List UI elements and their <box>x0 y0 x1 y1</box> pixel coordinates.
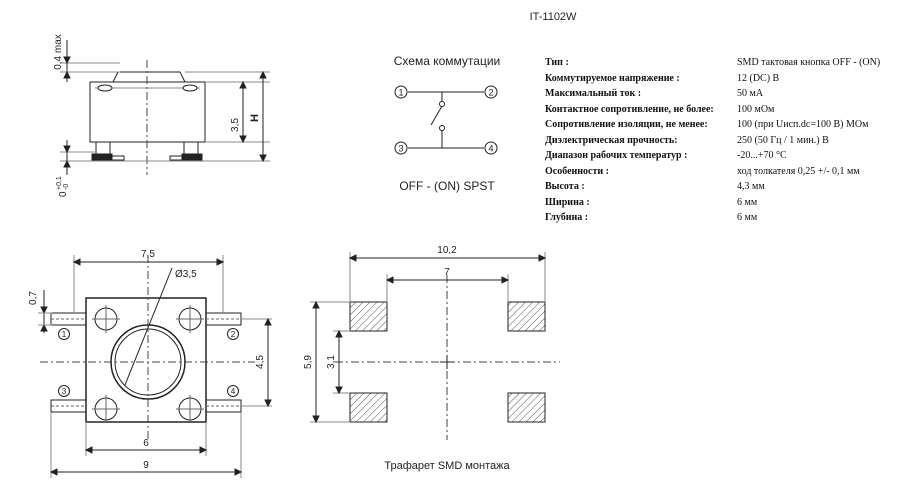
svg-text:4: 4 <box>231 387 236 396</box>
dim-footprint-pitch: 3,1 <box>326 355 337 369</box>
spec-label: Диапазон рабочих температур : <box>545 150 688 161</box>
svg-text:2: 2 <box>231 330 236 339</box>
page-title: IT-1102W <box>530 11 577 23</box>
top-view <box>38 255 272 478</box>
spec-label: Глубина : <box>545 212 589 223</box>
spec-label: Тип : <box>545 57 569 68</box>
spec-value: 250 (50 Гц / 1 мин.) В <box>737 134 829 146</box>
footprint-pad-4 <box>507 392 546 423</box>
spec-label: Особенности : <box>545 165 609 177</box>
schematic-caption: OFF - (ON) SPST <box>399 179 495 193</box>
dim-footprint-height: 5,9 <box>303 355 314 369</box>
spec-value: -20...+70 °С <box>737 150 787 161</box>
svg-text:4: 4 <box>488 144 493 154</box>
spec-label: Диэлектрическая прочность: <box>545 134 678 146</box>
top-pin-1: 1 <box>58 328 70 340</box>
top-pin-4: 4 <box>227 385 239 397</box>
dim-side-total: H <box>249 114 261 122</box>
svg-text:1: 1 <box>62 330 67 339</box>
spec-value: 100 мОм <box>737 103 775 115</box>
spec-value: SMD тактовая кнопка OFF - (ON) <box>737 57 881 68</box>
top-pin-3: 3 <box>58 385 70 397</box>
spec-label: Сопротивление изоляции, не менее: <box>545 119 708 130</box>
spec-value: ход толкателя 0,25 +/- 0,1 мм <box>737 165 860 177</box>
svg-text:2: 2 <box>488 88 493 98</box>
dim-side-bottom-tol-lower: -0 <box>63 184 70 190</box>
spec-value: 12 (DC) В <box>737 72 780 84</box>
spec-value: 6 мм <box>737 196 758 208</box>
top-pin-2: 2 <box>227 328 239 340</box>
spec-value: 4,3 мм <box>737 181 765 192</box>
dim-top-width: 7,5 <box>141 249 155 260</box>
footprint-pad-1 <box>349 301 388 332</box>
svg-text:3: 3 <box>398 144 403 154</box>
spec-label: Контактное сопротивление, не более: <box>545 103 714 115</box>
spec-label: Ширина : <box>545 196 590 208</box>
dim-top-pitch: 4,5 <box>255 355 266 369</box>
dim-top-body: 6 <box>143 438 149 449</box>
dim-side-body: 3,5 <box>230 118 241 132</box>
spec-value: 50 мА <box>737 88 764 99</box>
dim-footprint-inner: 7 <box>444 267 450 278</box>
switch-symbol <box>408 91 484 149</box>
schematic-pin-2: 2 <box>484 85 498 99</box>
dim-side-top: 0,4 max <box>53 34 64 70</box>
spec-value: 100 (при Uисп.dc=100 В) МОм <box>737 119 869 130</box>
spec-label: Коммутируемое напряжение : <box>545 72 680 84</box>
schematic-heading: Схема коммутации <box>394 54 500 68</box>
schematic-pin-1: 1 <box>394 85 408 99</box>
spec-label: Максимальный ток : <box>545 88 642 99</box>
schematic-pin-4: 4 <box>484 141 498 155</box>
dim-side-bottom: 0 <box>58 191 69 197</box>
dim-side-bottom-tol-upper: +0,1 <box>56 176 63 190</box>
dim-top-diameter: Ø3,5 <box>175 269 197 280</box>
footprint <box>310 252 560 440</box>
dim-top-overall: 9 <box>143 460 149 471</box>
spec-label: Высота : <box>545 181 585 192</box>
footprint-pad-3 <box>349 392 388 423</box>
schematic-pin-3: 3 <box>394 141 408 155</box>
svg-text:3: 3 <box>62 387 67 396</box>
side-view <box>60 40 270 175</box>
spec-value: 6 мм <box>737 212 758 223</box>
footprint-caption: Трафарет SMD монтажа <box>384 460 510 472</box>
dim-footprint-outer: 10,2 <box>437 245 457 256</box>
dim-top-lead: 0,7 <box>28 291 39 305</box>
svg-text:1: 1 <box>398 88 403 98</box>
footprint-pad-2 <box>507 301 546 332</box>
